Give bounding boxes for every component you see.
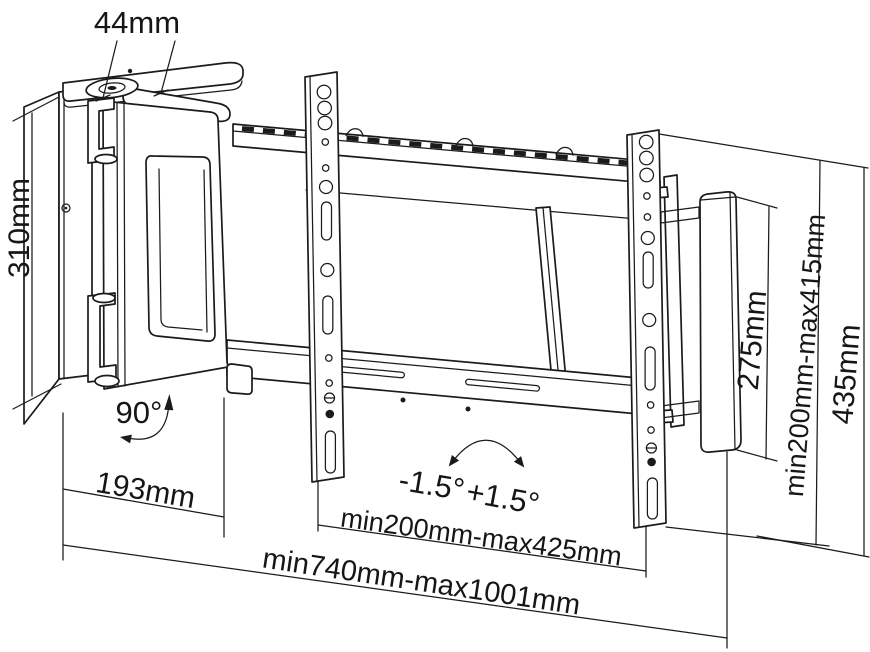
vesa-slot: [322, 295, 334, 335]
dim-label-tilt-down: -1.5°: [396, 462, 467, 507]
vesa-slot: [642, 251, 654, 289]
tilt-arrow-icon: [448, 455, 460, 467]
arm-foot: [226, 363, 253, 396]
dim-tilt-angle: -1.5° +1.5°: [396, 439, 543, 522]
dim-label-swivel-angle: 90°: [116, 395, 163, 430]
right-vesa-bracket: [626, 129, 667, 529]
bottom-rail: [226, 339, 651, 416]
left-vesa-bracket: [304, 71, 345, 483]
tilt-arc: [452, 439, 521, 463]
dim-label-plate-width: 44mm: [94, 5, 180, 40]
tilt-arrow-icon: [513, 456, 525, 468]
dim-label-total-height: 435mm: [826, 323, 867, 425]
dim-label-column-height: 310mm: [3, 178, 36, 278]
vesa-slot: [646, 477, 659, 520]
vesa-slot: [644, 346, 656, 391]
rail-slot: [465, 378, 541, 392]
vesa-slot: [320, 201, 333, 241]
wall-plate: [23, 87, 93, 425]
dim-label-vesa-height: min200mm-max415mm: [779, 213, 831, 498]
rear-slider-panel: [699, 191, 742, 453]
dim-swivel-angle: 90°: [116, 394, 174, 444]
wall-screw: [61, 203, 71, 213]
dim-310mm: 310mm: [3, 96, 62, 410]
rail-clip: [345, 128, 364, 138]
swivel-arm-panel: [102, 100, 229, 390]
rail-clip: [455, 137, 474, 147]
vesa-slot: [324, 430, 337, 474]
dim-275mm: 275mm: [732, 196, 778, 462]
dim-label-tilt-up: +1.5°: [464, 474, 543, 522]
dim-label-arm-extension: 193mm: [94, 466, 198, 515]
hinge-bottom-bracket: [87, 292, 120, 388]
dim-44mm: 44mm: [94, 5, 180, 102]
arm-handle: [145, 155, 216, 342]
rotation-arrow-icon: [120, 434, 132, 444]
rotation-arrow-icon: [164, 394, 174, 411]
rail-clip: [555, 146, 574, 156]
dim-435mm: 435mm: [756, 167, 870, 558]
top-rail: [232, 123, 649, 184]
hinge-top-bracket: [87, 97, 118, 165]
